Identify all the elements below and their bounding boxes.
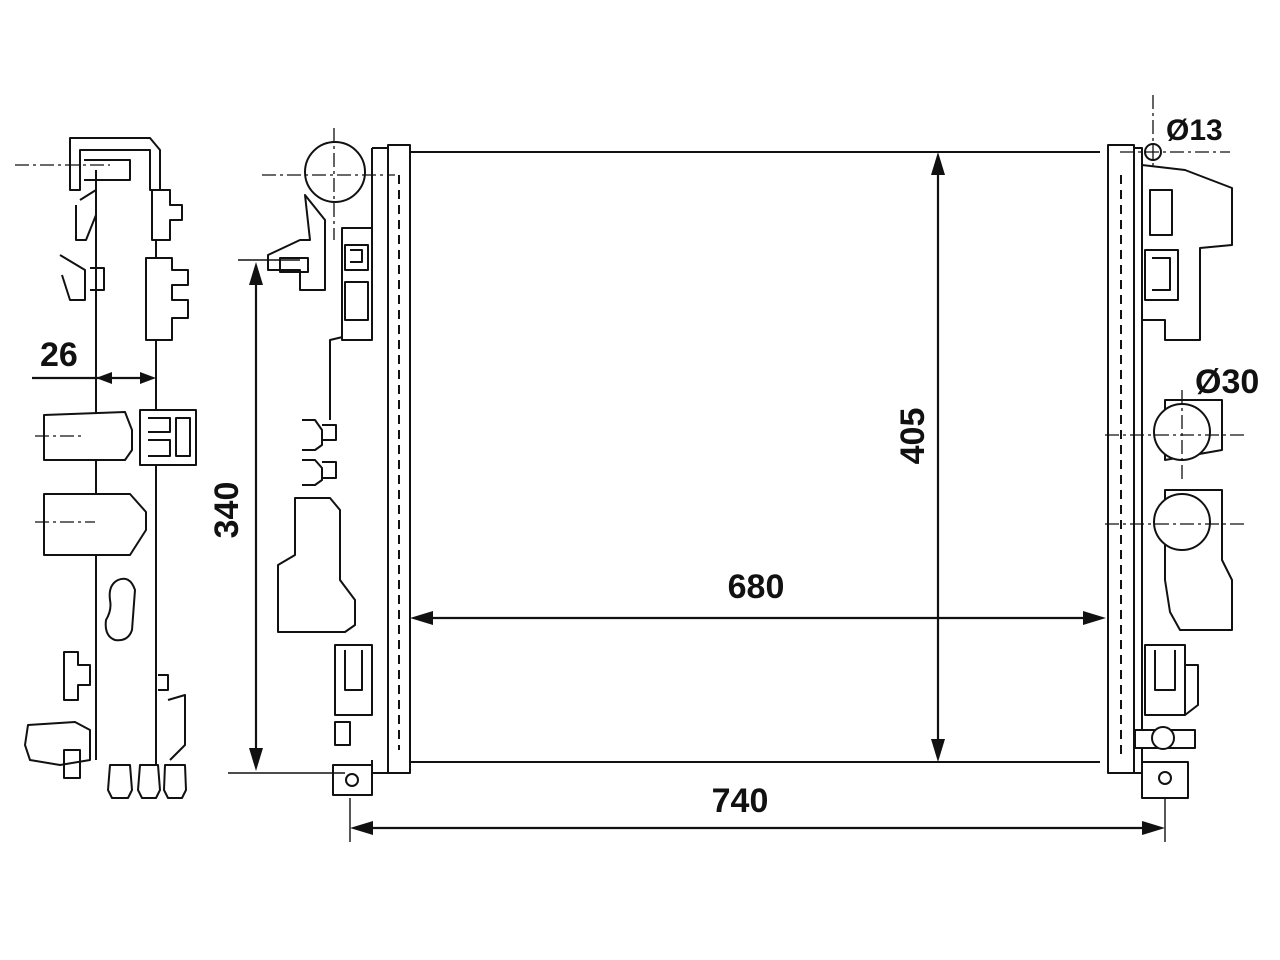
side-view: 26 — [15, 137, 197, 799]
dim-mount-height-label: 340 — [208, 482, 246, 539]
dim-core-width-label: 680 — [728, 568, 785, 606]
dim-side-width-label: 26 — [40, 336, 78, 374]
dim-core-height-label: 405 — [894, 408, 932, 465]
dim-port-diameter-small-label: Ø13 — [1166, 114, 1223, 147]
front-view — [262, 95, 1245, 799]
dim-port-diameter-large-label: Ø30 — [1195, 363, 1259, 401]
dimension-lines: 340 405 680 740 Ø13 Ø30 — [208, 114, 1259, 842]
dim-overall-width-label: 740 — [712, 782, 769, 820]
